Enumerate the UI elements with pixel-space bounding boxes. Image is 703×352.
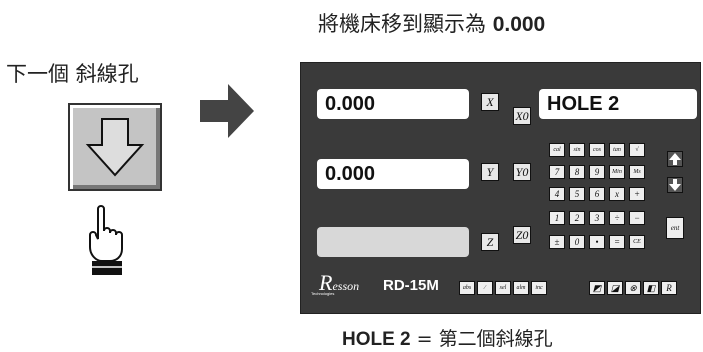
sel-key[interactable]: sel <box>495 281 511 295</box>
equals-key[interactable]: = <box>609 235 625 249</box>
func-key-r[interactable]: R <box>661 281 677 295</box>
brand-subtitle: Technologies <box>311 291 335 296</box>
up-key[interactable] <box>667 151 683 167</box>
enter-key[interactable]: ent <box>666 217 684 239</box>
divide-key[interactable]: ÷ <box>609 211 625 225</box>
down-arrow-icon <box>85 118 145 177</box>
cos-key[interactable]: cos <box>589 143 605 157</box>
minus-key[interactable]: − <box>629 211 645 225</box>
abs-key[interactable]: abs <box>459 281 475 295</box>
z-zero-button[interactable]: Z0 <box>513 226 531 244</box>
key-2[interactable]: 2 <box>569 211 585 225</box>
multiply-key[interactable]: x <box>609 187 625 201</box>
min-key[interactable]: Min <box>609 165 625 179</box>
key-7[interactable]: 7 <box>549 165 565 179</box>
ce-key[interactable]: CE <box>629 235 645 249</box>
key-0[interactable]: 0 <box>569 235 585 249</box>
x-axis-display: 0.000 <box>317 89 469 119</box>
func-key-3[interactable]: ⊗ <box>625 281 641 295</box>
x-zero-button[interactable]: X0 <box>513 107 531 125</box>
up-arrow-icon <box>669 153 681 165</box>
y-axis-display: 0.000 <box>317 159 469 189</box>
alm-key[interactable]: alm <box>513 281 529 295</box>
inc-key[interactable]: inc <box>531 281 547 295</box>
instruction-top: 將機床移到顯示為 0.000 <box>318 12 546 36</box>
tan-key[interactable]: tan <box>609 143 625 157</box>
dro-panel: 0.000 0.000 HOLE 2 X X0 Y Y0 Z Z0 cal si… <box>300 62 701 314</box>
key-8[interactable]: 8 <box>569 165 585 179</box>
hole-desc: 第二個斜線孔 <box>438 328 553 350</box>
right-arrow-icon <box>200 84 254 138</box>
sign-key[interactable]: ± <box>549 235 565 249</box>
instruction-bottom: HOLE 2 = 第二個斜線孔 <box>342 328 553 350</box>
slash-key[interactable]: ⁄ <box>477 281 493 295</box>
instruction-left: 下一個 斜線孔 <box>6 62 139 86</box>
pointing-hand-icon <box>89 205 123 275</box>
cal-key[interactable]: cal <box>549 143 565 157</box>
func-key-4[interactable]: ◧ <box>643 281 659 295</box>
hole-label: HOLE 2 <box>342 329 411 350</box>
model-name: RD-15M <box>383 277 439 294</box>
x-axis-button[interactable]: X <box>481 93 499 111</box>
key-9[interactable]: 9 <box>589 165 605 179</box>
ms-key[interactable]: Ms <box>629 165 645 179</box>
z-axis-display <box>317 227 469 257</box>
sin-key[interactable]: sin <box>569 143 585 157</box>
func-key-1[interactable]: ◩ <box>589 281 605 295</box>
instruction-top-value: 0.000 <box>492 13 546 36</box>
brand-logo: Resson <box>319 270 360 295</box>
y-zero-button[interactable]: Y0 <box>513 163 531 181</box>
key-3[interactable]: 3 <box>589 211 605 225</box>
down-arrow-icon <box>669 179 681 191</box>
key-6[interactable]: 6 <box>589 187 605 201</box>
key-4[interactable]: 4 <box>549 187 565 201</box>
decimal-key[interactable]: • <box>589 235 605 249</box>
z-axis-button[interactable]: Z <box>481 233 499 251</box>
down-key-illustration <box>68 103 162 191</box>
message-display: HOLE 2 <box>539 89 697 119</box>
key-5[interactable]: 5 <box>569 187 585 201</box>
func-key-2[interactable]: ◪ <box>607 281 623 295</box>
plus-key[interactable]: + <box>629 187 645 201</box>
key-1[interactable]: 1 <box>549 211 565 225</box>
sqrt-key[interactable]: √ <box>629 143 645 157</box>
down-key[interactable] <box>667 177 683 193</box>
y-axis-button[interactable]: Y <box>481 163 499 181</box>
